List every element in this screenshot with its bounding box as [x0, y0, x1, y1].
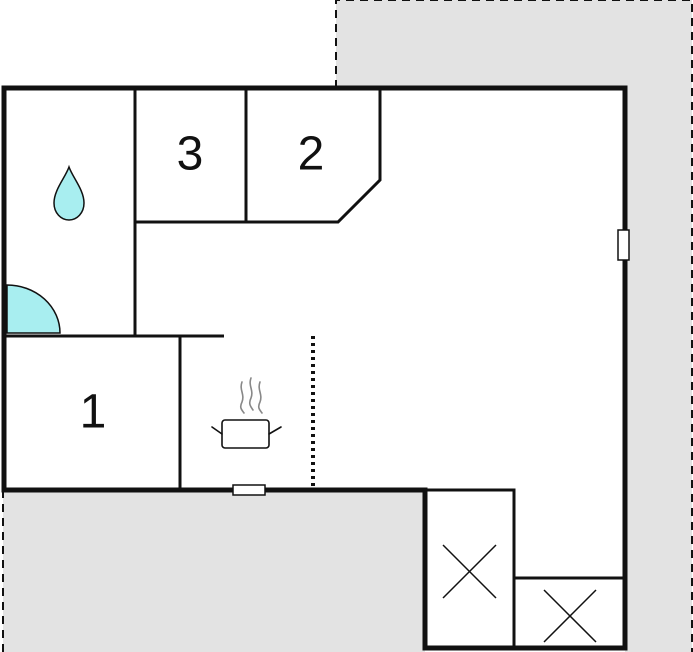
storage-cross-icon	[442, 544, 497, 599]
terrace-bottom-left	[2, 490, 425, 652]
interior-walls	[4, 88, 625, 648]
shower-tray-icon	[6, 284, 61, 334]
room-label-3: 3	[177, 128, 204, 181]
storage-cross-icon	[543, 589, 597, 643]
cooking-pot-icon	[211, 377, 282, 449]
house-interior	[4, 88, 625, 648]
window-east	[617, 229, 630, 261]
room-label-1: 1	[80, 386, 107, 439]
room-label-2: 2	[298, 128, 325, 181]
window-south	[232, 484, 266, 496]
exterior-wall	[1, 85, 628, 651]
water-drop-icon	[53, 164, 85, 221]
terrace-top-right	[335, 0, 693, 652]
